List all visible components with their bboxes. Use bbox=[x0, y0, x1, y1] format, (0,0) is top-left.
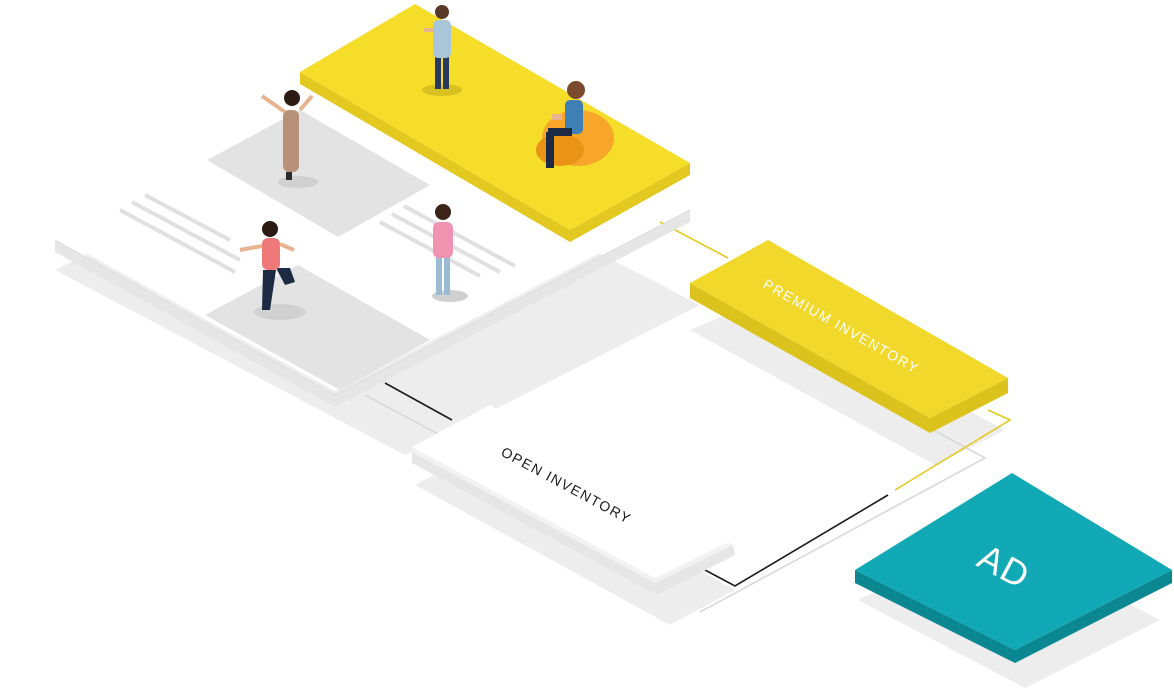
text-lines-left bbox=[119, 193, 241, 274]
woman-on-phone-figure bbox=[432, 204, 468, 302]
premium-inventory-block: PREMIUM INVENTORY bbox=[690, 240, 1008, 433]
man-on-beanbag-figure bbox=[536, 81, 614, 168]
ad-block: AD bbox=[855, 473, 1172, 663]
content-block-top bbox=[207, 110, 430, 237]
yellow-platform bbox=[300, 4, 690, 242]
woman-taking-selfie-figure bbox=[260, 90, 318, 188]
woman-with-phone-figure bbox=[422, 5, 462, 96]
content-block-bottom bbox=[205, 265, 430, 390]
woman-jogging-figure bbox=[239, 221, 306, 320]
open-inventory-panel: OPEN INVENTORY bbox=[412, 405, 735, 595]
